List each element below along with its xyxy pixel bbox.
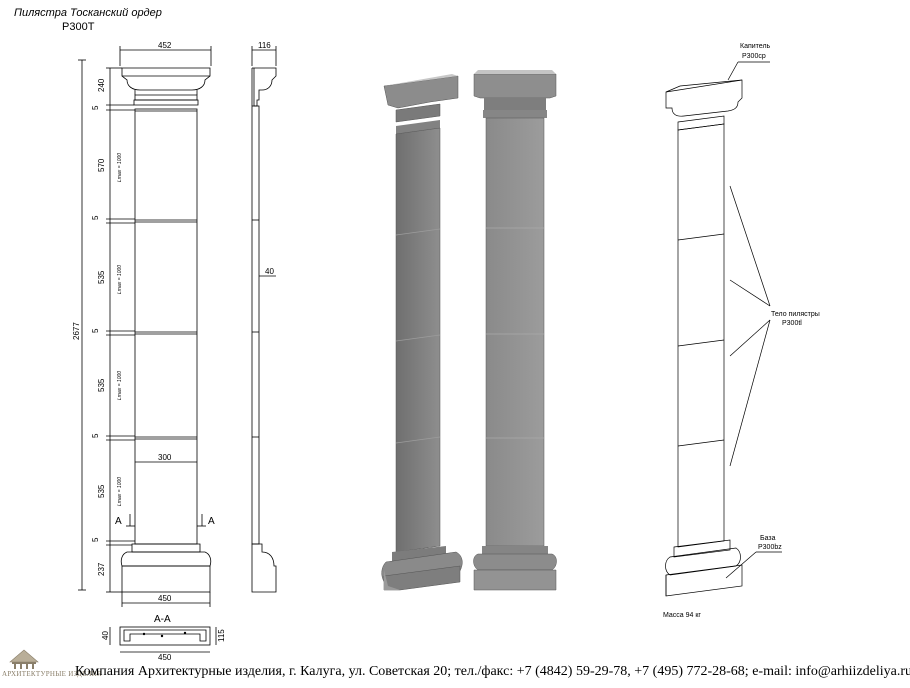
section-width-dim: 450 bbox=[158, 653, 172, 662]
capital-label: Капитель bbox=[740, 43, 771, 50]
lmax-note: Lmax = 1000 bbox=[117, 153, 123, 182]
seg-dim: 535 bbox=[97, 484, 106, 498]
lmax-note: Lmax = 1000 bbox=[117, 477, 123, 506]
seg-dim: 5 bbox=[91, 433, 100, 438]
segment-dims: 240 5 570 5 535 5 535 5 535 5 237 bbox=[91, 78, 106, 576]
top-width-dim: 452 bbox=[158, 41, 172, 50]
render-angled bbox=[381, 74, 463, 591]
section-title: A-A bbox=[154, 614, 171, 625]
section-depth-dim: 115 bbox=[217, 629, 226, 642]
base-width-dim: 450 bbox=[158, 594, 172, 603]
side-depth-dim: 40 bbox=[265, 267, 274, 276]
drawing-title: Пилястра Тосканский ордер bbox=[14, 7, 162, 19]
base-code: P300bz bbox=[758, 544, 782, 551]
lmax-notes: Lmax = 1000 Lmax = 1000 Lmax = 1000 Lmax… bbox=[117, 153, 123, 506]
section-height-dim: 40 bbox=[101, 631, 110, 640]
seg-dim: 237 bbox=[97, 562, 106, 576]
seg-dim: 5 bbox=[91, 215, 100, 220]
body-code: P300tl bbox=[782, 320, 802, 327]
seg-dim: 5 bbox=[91, 328, 100, 333]
base-label: База bbox=[760, 535, 776, 542]
seg-dim: 535 bbox=[97, 378, 106, 392]
logo-text: АРХИТЕКТУРНЫЕ ИЗДЕЛИЯ bbox=[2, 670, 102, 678]
body-label: Тело пилястры bbox=[771, 311, 820, 318]
lmax-note: Lmax = 1000 bbox=[117, 265, 123, 294]
section-mark-right: A bbox=[208, 516, 215, 527]
seg-dim: 5 bbox=[91, 537, 100, 542]
company-logo bbox=[9, 649, 39, 669]
seg-dim: 240 bbox=[97, 78, 106, 92]
seg-dim: 5 bbox=[91, 105, 100, 110]
render-front bbox=[473, 70, 557, 591]
mass-note: Масса 94 кг bbox=[663, 612, 701, 619]
product-code: P300T bbox=[62, 21, 95, 33]
side-top-width-dim: 116 bbox=[258, 41, 271, 50]
total-height-dim: 2677 bbox=[72, 322, 81, 340]
seg-dim: 570 bbox=[97, 158, 106, 172]
section-view bbox=[109, 626, 217, 653]
capital-code: P300cp bbox=[742, 53, 766, 60]
assembly-drawing bbox=[665, 61, 782, 597]
section-mark-left: A bbox=[115, 516, 122, 527]
lmax-note: Lmax = 1000 bbox=[117, 371, 123, 400]
shaft-width-dim: 300 bbox=[158, 453, 172, 462]
footer-contact: Компания Архитектурные изделия, г. Калуг… bbox=[75, 664, 910, 679]
side-profile bbox=[251, 46, 277, 593]
front-elevation bbox=[78, 46, 212, 607]
seg-dim: 535 bbox=[97, 270, 106, 284]
